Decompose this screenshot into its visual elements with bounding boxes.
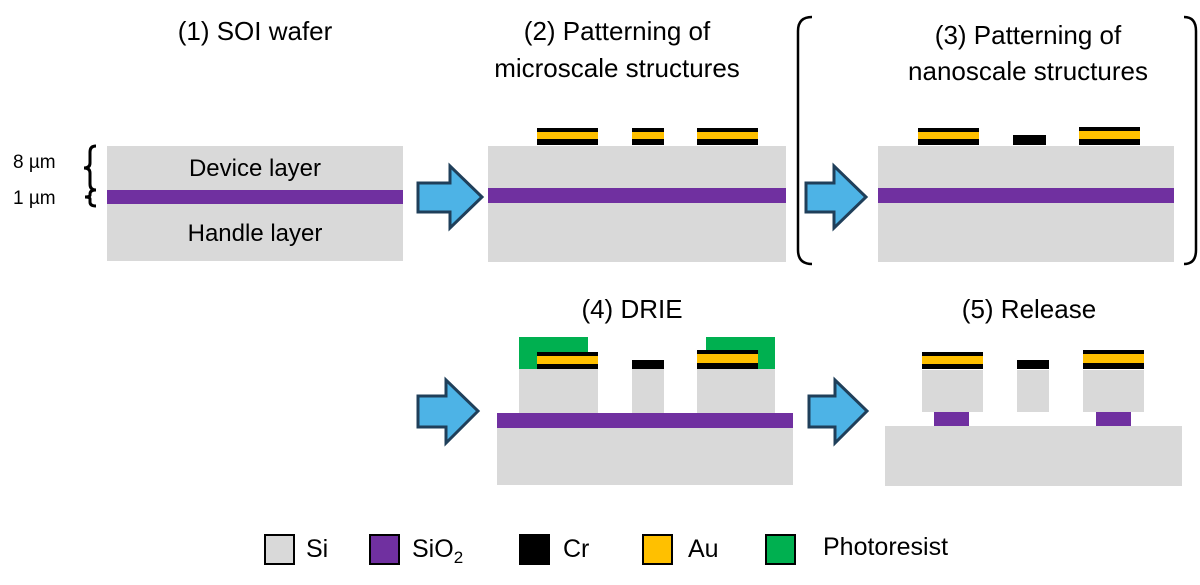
step-5-release: (5) Release <box>885 294 1182 486</box>
handle-layer <box>497 428 793 485</box>
step-1-soi-wafer: (1) SOI wafer Device layer Handle layer … <box>13 16 403 261</box>
box-anchor <box>934 412 969 426</box>
right-bracket <box>1183 15 1198 266</box>
legend-label: Au <box>688 535 719 563</box>
legend-item-cr: Cr <box>519 534 589 565</box>
sio2-subscript: 2 <box>454 548 463 567</box>
si-pillar <box>1017 370 1049 412</box>
process-arrow <box>416 162 485 232</box>
legend-swatch <box>264 534 295 565</box>
box-layer <box>497 413 793 428</box>
process-arrow <box>416 376 481 447</box>
legend-swatch <box>519 534 550 565</box>
device-layer <box>107 146 403 190</box>
step-5-title: (5) Release <box>962 294 1096 324</box>
legend-label: SiO2 <box>412 535 463 567</box>
process-arrow <box>804 162 869 232</box>
legend-item-sio2: SiO2 <box>369 534 463 567</box>
box-layer <box>107 190 403 204</box>
handle-layer <box>488 203 786 262</box>
device-thickness-label: 8 µm <box>13 152 56 173</box>
cr-nanostructure <box>1013 135 1046 145</box>
si-pillar <box>922 370 983 412</box>
left-bracket <box>796 15 813 266</box>
legend-swatch <box>642 534 673 565</box>
legend-swatch <box>369 534 400 565</box>
si-pillar <box>519 369 598 413</box>
step-2-microscale-patterning: (2) Patterning of microscale structures <box>488 16 786 262</box>
metal-pad <box>1083 350 1144 369</box>
metal-pad <box>537 352 598 369</box>
box-layer <box>488 188 786 203</box>
sio2-prefix: SiO <box>412 535 454 563</box>
box-thickness-label: 1 µm <box>13 188 56 209</box>
legend-item-au: Au <box>642 534 719 565</box>
handle-layer <box>878 203 1174 262</box>
handle-layer <box>107 204 403 261</box>
legend: Si SiO2 Cr Au Photoresist <box>264 533 948 567</box>
step-2-title-line2: microscale structures <box>494 53 740 83</box>
legend-label: Photoresist <box>823 533 948 561</box>
step-3-title-line2: nanoscale structures <box>908 56 1148 86</box>
legend-swatch <box>765 534 796 565</box>
box-layer <box>878 188 1174 203</box>
metal-pad <box>918 128 979 145</box>
device-layer-label: Device layer <box>189 155 321 182</box>
device-layer <box>878 146 1174 188</box>
metal-pad <box>697 128 758 145</box>
legend-item-si: Si <box>264 534 328 565</box>
metal-pad <box>1079 127 1140 145</box>
device-thickness-brace <box>83 144 97 192</box>
step-4-title: (4) DRIE <box>581 294 682 324</box>
si-pillar <box>1083 370 1144 412</box>
metal-pad <box>922 352 983 369</box>
step-3-title-line1: (3) Patterning of <box>935 20 1122 50</box>
process-arrow <box>807 376 870 447</box>
cr-nanostructure <box>632 360 664 369</box>
cr-nanostructure <box>1017 360 1049 369</box>
metal-pad <box>632 128 664 145</box>
metal-pad <box>537 128 598 145</box>
legend-label: Si <box>306 535 328 563</box>
legend-item-photoresist: Photoresist <box>765 533 948 565</box>
device-layer <box>488 146 786 188</box>
step-1-title: (1) SOI wafer <box>178 16 333 46</box>
box-anchor <box>1096 412 1131 426</box>
handle-layer <box>885 426 1182 486</box>
si-pillar <box>697 369 775 413</box>
step-2-title-line1: (2) Patterning of <box>524 16 711 46</box>
box-thickness-brace <box>84 188 97 208</box>
legend-label: Cr <box>563 535 589 563</box>
si-pillar <box>632 369 664 413</box>
step-3-nanoscale-patterning: (3) Patterning of nanoscale structures <box>796 15 1198 266</box>
handle-layer-label: Handle layer <box>188 220 323 247</box>
metal-pad <box>697 350 758 369</box>
step-4-drie: (4) DRIE <box>497 294 793 485</box>
